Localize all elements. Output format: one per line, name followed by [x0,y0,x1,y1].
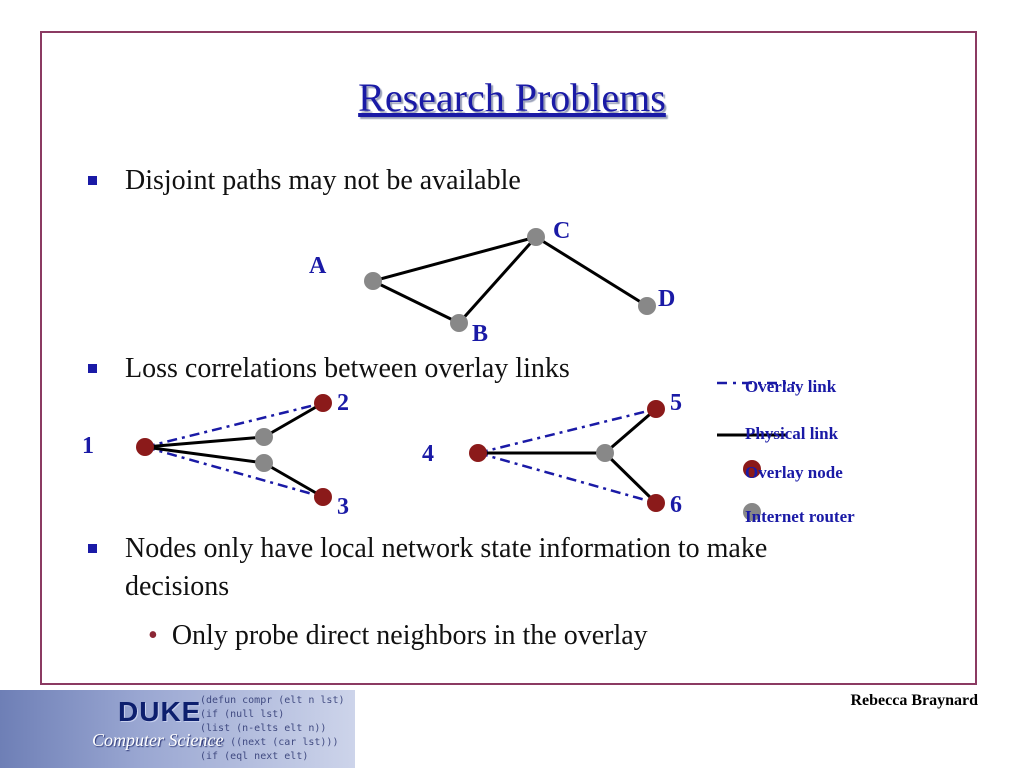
logo-department-text: Computer Science [92,730,224,750]
loss-correlation-graph-right: 4 5 6 [422,390,682,518]
round-bullet-icon: • [148,620,158,651]
physical-link-r1-2 [263,401,324,439]
overlay-node-1 [136,438,154,456]
label-c: C [553,218,570,244]
label-2: 2 [337,390,349,416]
overlay-node-4 [469,444,487,462]
bullet-text-continued: decisions [125,571,230,602]
router-node-left-lower [255,454,273,472]
router-node-right [596,444,614,462]
logo-duke-text: DUKE [118,696,202,727]
label-1: 1 [82,433,94,459]
overlay-node-6 [647,494,665,512]
router-node-d [638,297,656,315]
legend-physical-link-label: Physical link [745,424,839,443]
slide-title: Research Problems [358,75,666,120]
legend-overlay-node-swatch [743,460,761,478]
label-b: B [472,321,488,347]
overlay-link-1-3 [144,445,324,499]
physical-link-c-d [535,235,648,308]
legend-router-swatch [743,503,761,521]
label-a: A [309,253,327,279]
legend: Overlay link Physical link Overlay node … [717,377,855,526]
overlay-link-4-6 [477,451,657,505]
label-d: D [658,286,675,312]
physical-link-1-r2 [144,445,265,465]
physical-link-a-b [372,279,460,325]
bullet-text: Disjoint paths may not be available [125,165,521,196]
physical-link-r2-3 [263,461,324,499]
physical-link-b-c [457,235,538,325]
square-bullet-icon [88,364,97,373]
router-node-b [450,314,468,332]
bullet-text: Nodes only have local network state info… [125,533,768,564]
legend-internet-router-label: Internet router [745,507,855,526]
overlay-link-1-2 [144,401,324,449]
physical-link-r-6 [603,451,658,505]
logo-code-background: (defun compr (elt n lst) (if (null lst) … [200,695,345,762]
overlay-node-5 [647,400,665,418]
overlay-node-2 [314,394,332,412]
legend-overlay-link-label: Overlay link [745,377,837,396]
overlay-link-4-5 [477,407,657,455]
label-5: 5 [670,390,682,416]
label-6: 6 [670,492,682,518]
sub-bullet-text: Only probe direct neighbors in the overl… [171,620,648,651]
physical-link-r-5 [604,407,657,455]
router-node-a [364,272,382,290]
overlay-node-3 [314,488,332,506]
label-4: 4 [422,441,434,467]
label-3: 3 [337,494,349,520]
sub-bullet-probe-neighbors: • Only probe direct neighbors in the over… [148,620,648,652]
bullet-text: Loss correlations between overlay links [125,353,570,384]
router-node-left-upper [255,428,273,446]
slide-frame [40,31,977,685]
square-bullet-icon [88,176,97,185]
author-name: Rebecca Braynard [850,692,978,709]
legend-overlay-node-label: Overlay node [745,463,843,482]
router-node-c [527,228,545,246]
duke-cs-logo: (defun compr (elt n lst) (if (null lst) … [0,690,355,768]
physical-link-1-r1 [144,435,265,449]
disjoint-path-graph: A B C D [309,218,675,347]
physical-link-a-c [372,235,537,283]
square-bullet-icon [88,544,97,553]
loss-correlation-graph-left: 1 2 3 [82,390,349,520]
